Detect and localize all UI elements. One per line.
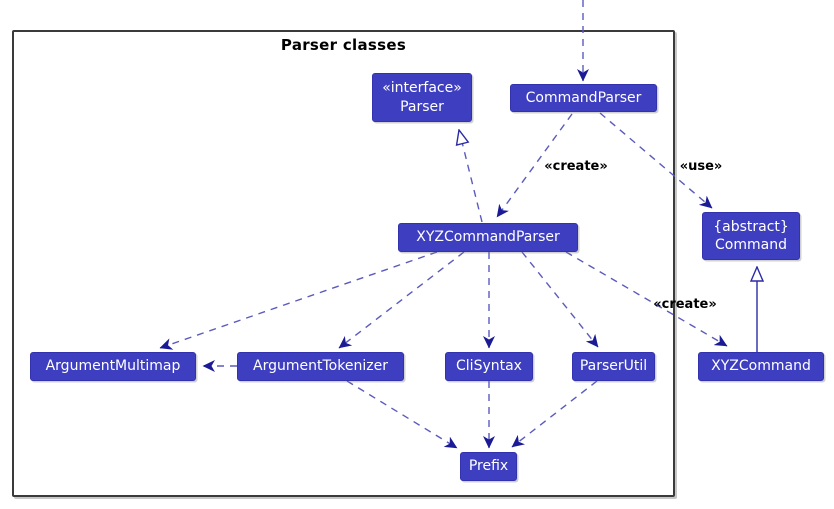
class-name: ParserUtil — [579, 358, 648, 375]
arrow-commandparser-uses-command — [599, 112, 713, 209]
arrow-xyzcommandparser-to-parserutil — [521, 251, 599, 348]
class-box-commandparser: CommandParser — [510, 84, 657, 112]
arrow-argumenttokenizer-to-prefix — [346, 380, 458, 449]
class-box-command-abstract: {abstract} Command — [702, 212, 800, 260]
class-box-argumentmultimap: ArgumentMultimap — [30, 352, 196, 381]
arrow-xyzcommandparser-to-argumenttokenizer — [338, 251, 465, 349]
class-stereotype: «interface» — [382, 80, 462, 97]
class-name: ArgumentMultimap — [45, 358, 181, 375]
class-box-parser-interface: «interface» Parser — [372, 73, 472, 122]
class-name: Parser — [400, 98, 444, 115]
frame-title: Parser classes — [280, 36, 407, 54]
class-name: Command — [715, 237, 787, 253]
class-box-clisyntax: CliSyntax — [445, 352, 533, 381]
class-name: ArgumentTokenizer — [253, 358, 388, 375]
class-name: XYZCommand — [711, 358, 811, 375]
class-name: XYZCommandParser — [416, 229, 560, 246]
edge-label-create-upper: «create» — [544, 159, 608, 174]
edge-label-use: «use» — [679, 159, 723, 174]
class-stereotype: {abstract} — [713, 218, 789, 235]
class-box-argumenttokenizer: ArgumentTokenizer — [237, 352, 404, 381]
class-name: Prefix — [468, 458, 509, 475]
parser-classes-frame — [12, 30, 675, 497]
class-box-xyzcommand: XYZCommand — [698, 352, 824, 381]
class-name: CliSyntax — [456, 358, 522, 375]
edge-label-create-lower: «create» — [653, 297, 717, 312]
class-box-parserutil: ParserUtil — [572, 352, 655, 381]
arrow-parserutil-to-prefix — [511, 380, 598, 448]
class-box-xyzcommandparser: XYZCommandParser — [398, 223, 578, 252]
class-box-prefix: Prefix — [460, 452, 517, 481]
arrow-xyzcommandparser-creates-xyzcommand — [565, 251, 728, 347]
class-name: CommandParser — [525, 89, 642, 106]
arrow-xyzcommandparser-implements-parser — [459, 130, 483, 223]
arrow-commandparser-creates-xyzcommandparser — [496, 113, 573, 218]
arrow-xyzcommandparser-to-argumentmultimap — [159, 251, 438, 350]
